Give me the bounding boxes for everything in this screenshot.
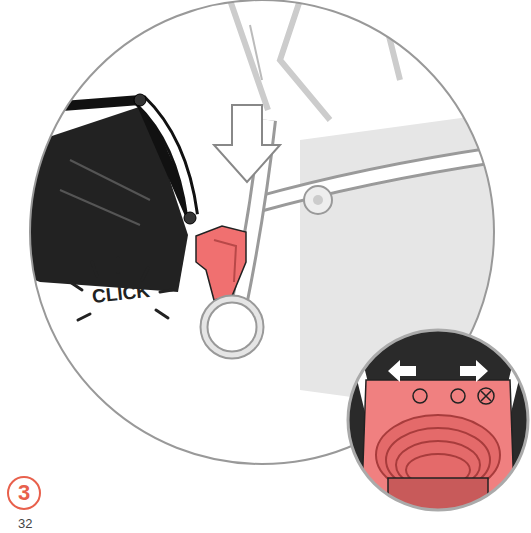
step-number-circle: 3	[7, 476, 41, 510]
inset-detail	[350, 330, 526, 520]
page-number: 32	[18, 516, 32, 531]
step-number: 3	[18, 482, 30, 504]
